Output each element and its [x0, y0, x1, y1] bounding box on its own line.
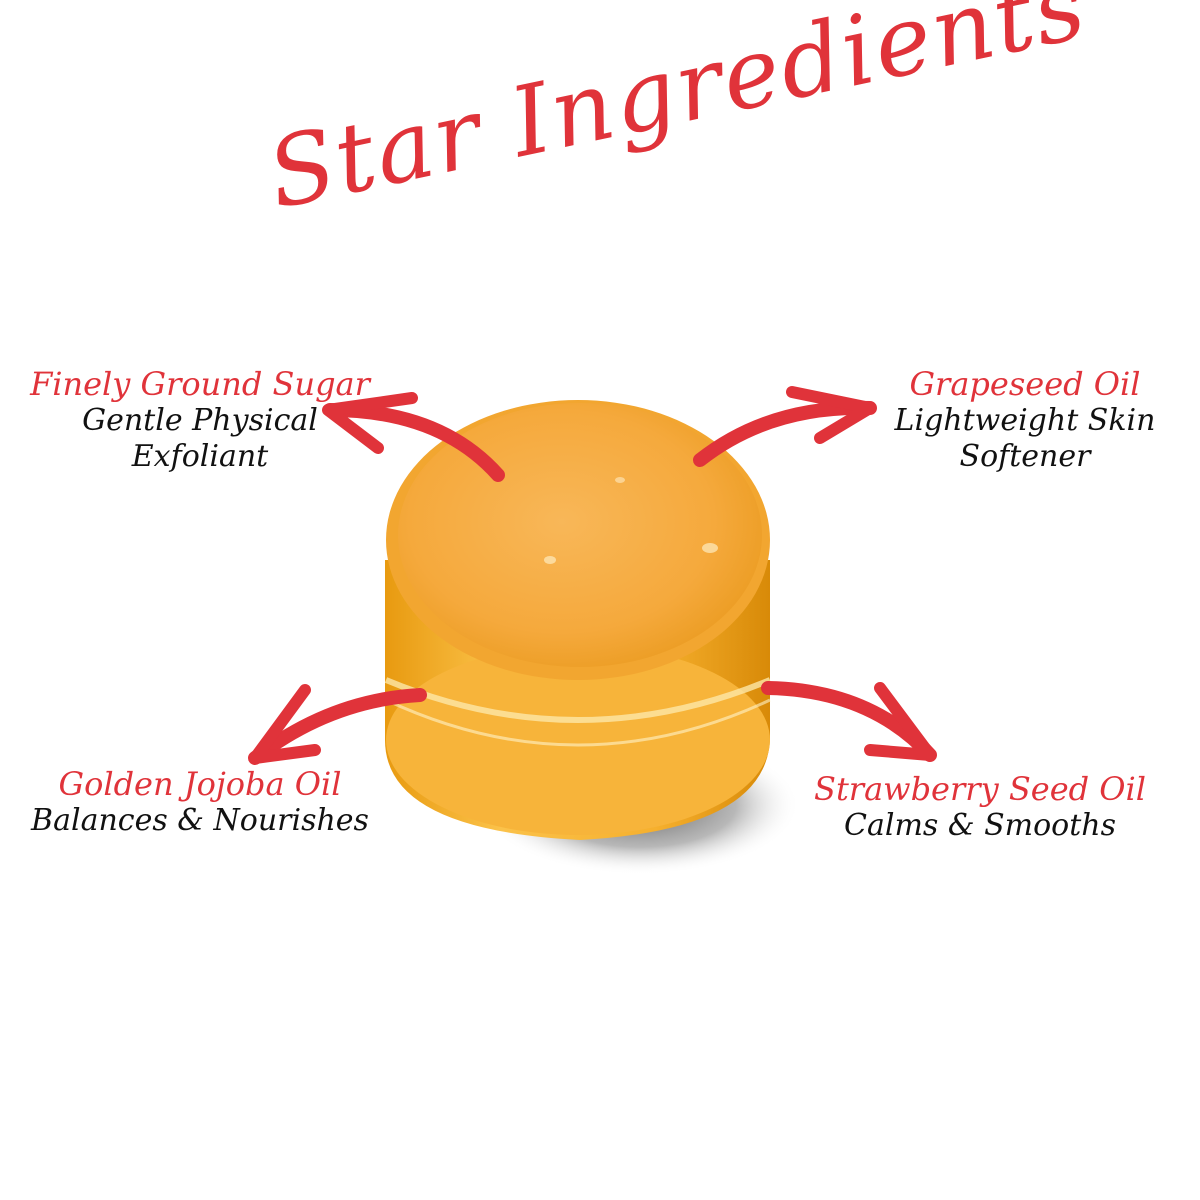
ingredient-description: Lightweight Skin [894, 403, 1156, 438]
arrow-top-right-icon [693, 386, 877, 467]
ingredient-description: Balances & Nourishes [31, 803, 369, 838]
ingredient-description: Calms & Smooths [844, 808, 1116, 843]
jar-icon [384, 400, 772, 840]
ingredient-grapeseed: Grapeseed Oil Lightweight Skin Softener [890, 365, 1160, 475]
ingredient-name: Grapeseed Oil [909, 365, 1141, 403]
ingredient-jojoba: Golden Jojoba Oil Balances & Nourishes [30, 765, 370, 839]
ingredient-sugar: Finely Ground Sugar Gentle Physical Exfo… [30, 365, 370, 475]
ingredient-description: Softener [959, 439, 1091, 474]
ingredient-strawberry: Strawberry Seed Oil Calms & Smooths [800, 770, 1160, 844]
ingredient-name: Finely Ground Sugar [30, 365, 370, 403]
arrow-bottom-right-icon [761, 681, 937, 762]
arrow-top-left-icon [322, 392, 505, 482]
ingredient-description: Gentle Physical [82, 403, 318, 438]
arrow-bottom-left-icon [248, 684, 427, 765]
ingredient-description: Exfoliant [131, 439, 269, 474]
ingredient-name: Strawberry Seed Oil [814, 770, 1146, 808]
ingredient-name: Golden Jojoba Oil [58, 765, 342, 803]
